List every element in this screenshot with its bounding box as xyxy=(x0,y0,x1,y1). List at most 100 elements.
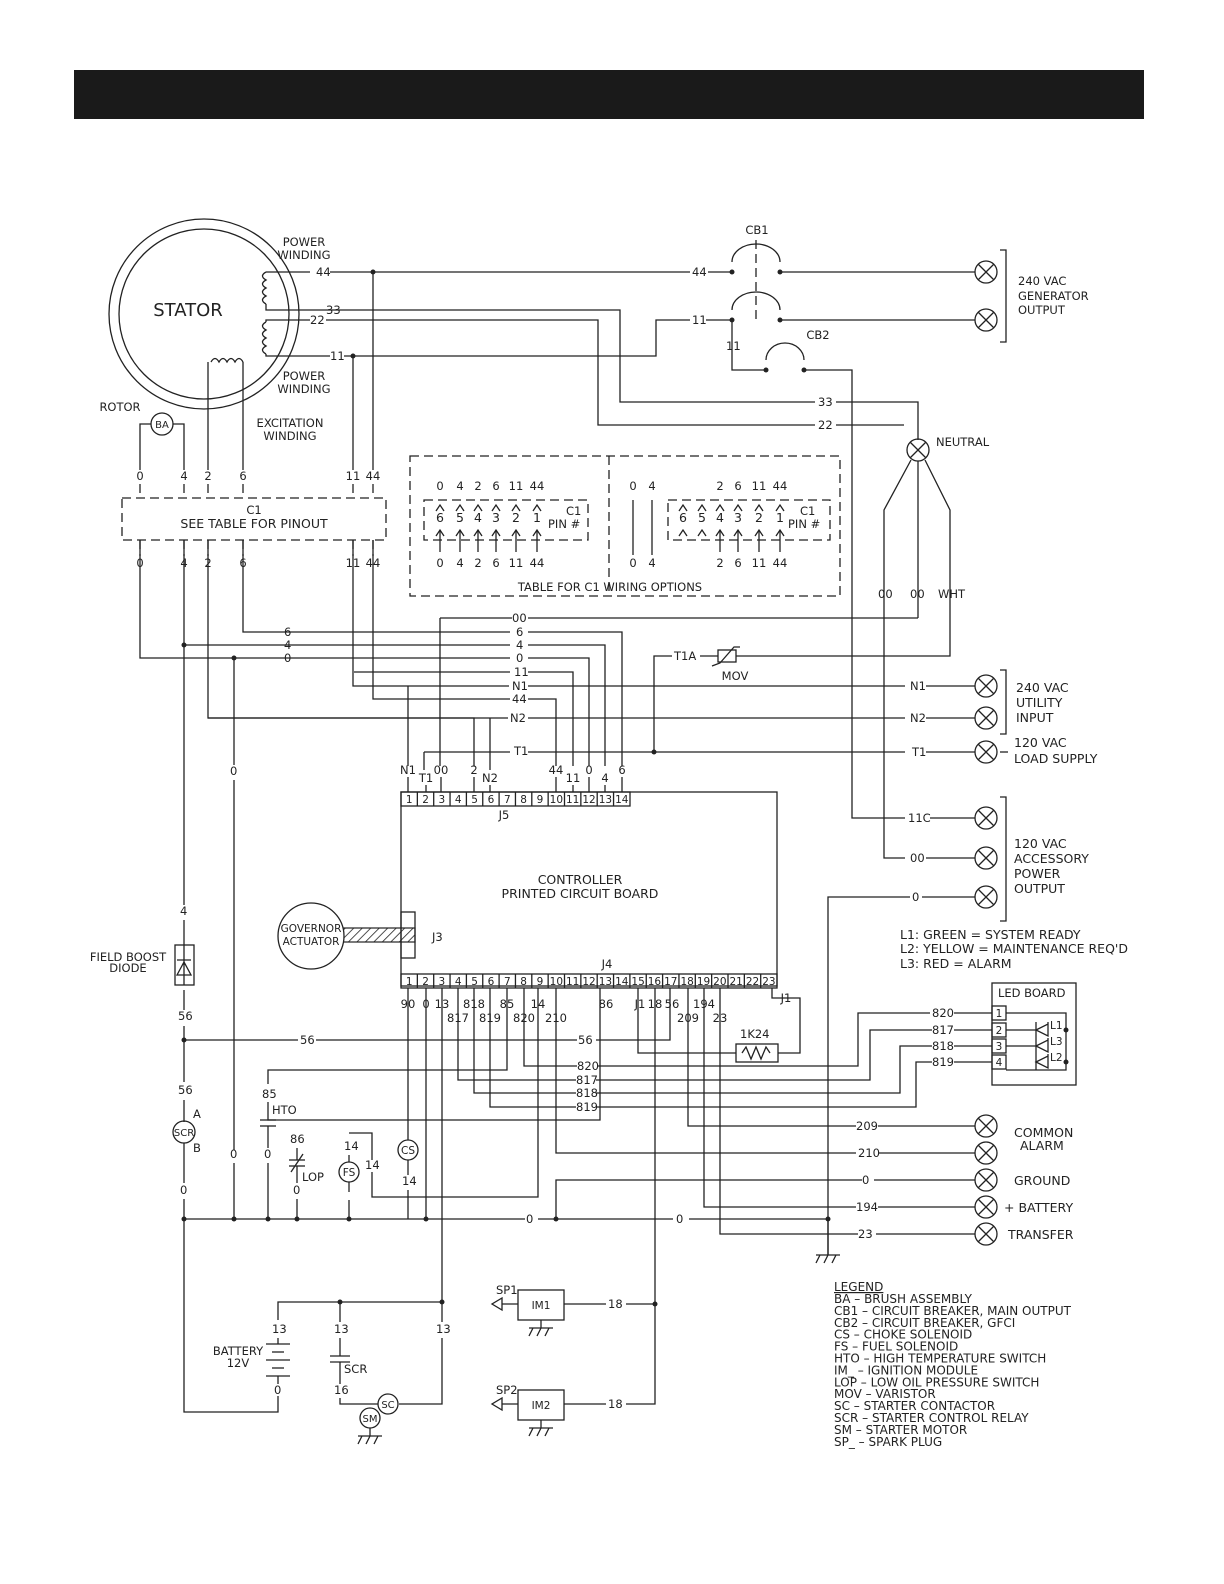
legend-item: SP_ – SPARK PLUG xyxy=(834,1435,942,1449)
table-a-bottom-label: 6 xyxy=(492,556,499,570)
svg-text:00: 00 xyxy=(512,611,527,625)
c1-options-table xyxy=(409,455,841,597)
svg-text:13: 13 xyxy=(334,1322,349,1336)
table-b-bottom-label: 2 xyxy=(716,556,723,570)
j4-pin-number: 14 xyxy=(615,976,629,988)
svg-text:0: 0 xyxy=(264,1147,271,1161)
j5-wire-label: N1 xyxy=(400,763,416,777)
svg-text:819: 819 xyxy=(576,1100,598,1114)
j5-wire-label: 4 xyxy=(601,771,608,785)
legend-item: CB2 – CIRCUIT BREAKER, GFCI xyxy=(834,1316,1015,1330)
j5-pin-number: 5 xyxy=(471,794,478,806)
mov-label: MOV xyxy=(722,669,749,683)
svg-text:0: 0 xyxy=(676,1212,683,1226)
led-pin-number: 4 xyxy=(996,1057,1003,1069)
svg-text:SP1: SP1 xyxy=(496,1283,518,1297)
svg-text:J3: J3 xyxy=(431,930,443,944)
led-pin-number: 3 xyxy=(996,1041,1003,1053)
svg-text:23: 23 xyxy=(858,1227,873,1241)
svg-text:LED BOARD: LED BOARD xyxy=(998,986,1066,1000)
terminal xyxy=(974,260,998,284)
j4-pin-number: 9 xyxy=(537,976,544,988)
j5-wire-label: 6 xyxy=(618,763,625,777)
svg-text:210: 210 xyxy=(858,1146,880,1160)
svg-text:IM2: IM2 xyxy=(532,1400,551,1412)
svg-text:L3: RED = ALARM: L3: RED = ALARM xyxy=(900,956,1012,971)
table-a-top-label: 44 xyxy=(530,479,545,493)
svg-text:0: 0 xyxy=(526,1212,533,1226)
svg-text:0: 0 xyxy=(862,1173,869,1187)
table-b-left-label: 4 xyxy=(648,479,655,493)
j4-pin-number: 15 xyxy=(631,976,644,988)
svg-text:13: 13 xyxy=(436,1322,451,1336)
j4-pin-number: 6 xyxy=(488,976,495,988)
svg-text:CONTROLLER: CONTROLLER xyxy=(538,872,623,887)
terminal xyxy=(974,674,998,698)
table-a-pin-number: 3 xyxy=(492,510,500,525)
table-a-pin-number: 2 xyxy=(512,510,520,525)
terminal xyxy=(974,846,998,870)
c1-top-pin-label: 6 xyxy=(239,469,246,483)
table-b-top-label: 2 xyxy=(716,479,723,493)
svg-text:86: 86 xyxy=(290,1132,305,1146)
terminal xyxy=(974,706,998,730)
j5-pin-number: 2 xyxy=(422,794,429,806)
header-bar xyxy=(74,70,1144,119)
svg-text:J5: J5 xyxy=(498,808,510,822)
j4-pin-number: 10 xyxy=(550,976,563,988)
c1-top-pin-label: 11 xyxy=(346,469,361,483)
table-a-pin-number: 4 xyxy=(474,510,482,525)
table-b-bottom-label: 6 xyxy=(734,556,741,570)
table-b-top-label: 11 xyxy=(752,479,767,493)
svg-text:BATTERY: BATTERY xyxy=(213,1344,264,1358)
j5-pin-number: 13 xyxy=(599,794,612,806)
svg-text:14: 14 xyxy=(365,1158,380,1172)
j5-pin-number: 3 xyxy=(439,794,446,806)
svg-text:C1: C1 xyxy=(800,504,815,518)
svg-text:0: 0 xyxy=(274,1383,281,1397)
svg-text:B: B xyxy=(193,1141,201,1155)
svg-text:L1: L1 xyxy=(1050,1020,1063,1032)
svg-text:13: 13 xyxy=(272,1322,287,1336)
svg-text:BA: BA xyxy=(155,420,169,431)
j5-pin-number: 9 xyxy=(537,794,544,806)
svg-text:ACCESSORY: ACCESSORY xyxy=(1014,851,1089,866)
svg-text:IM1: IM1 xyxy=(532,1300,551,1312)
j5-pin-number: 1 xyxy=(406,794,413,806)
battery-12v xyxy=(266,1343,290,1377)
svg-text:44: 44 xyxy=(316,265,331,279)
j5-wire-label: T1 xyxy=(418,771,433,785)
svg-text:UTILITY: UTILITY xyxy=(1016,695,1063,710)
svg-text:T1: T1 xyxy=(911,745,926,759)
svg-text:SP2: SP2 xyxy=(496,1383,518,1397)
j4-pin-number: 3 xyxy=(439,976,446,988)
svg-text:FIELD BOOST: FIELD BOOST xyxy=(90,950,167,964)
svg-text:HTO: HTO xyxy=(272,1103,297,1117)
excitation-winding-1: EXCITATION xyxy=(257,416,324,430)
legend-item: HTO – HIGH TEMPERATURE SWITCH xyxy=(834,1352,1046,1366)
table-a-top-label: 2 xyxy=(474,479,481,493)
svg-text:DIODE: DIODE xyxy=(109,961,146,975)
legend-item: CS – CHOKE SOLENOID xyxy=(834,1328,972,1342)
led-pin-number: 2 xyxy=(996,1025,1003,1037)
svg-text:22: 22 xyxy=(310,313,325,327)
svg-text:11: 11 xyxy=(726,339,741,353)
svg-text:SC: SC xyxy=(381,1400,394,1411)
svg-text:POWER: POWER xyxy=(1014,866,1061,881)
resistor-1k24 xyxy=(735,1043,779,1063)
svg-text:4: 4 xyxy=(284,638,291,652)
j4-pin-number: 12 xyxy=(582,976,595,988)
j4-pin-number: 18 xyxy=(680,976,693,988)
fuel-solenoid: FS xyxy=(338,1161,360,1183)
led-pin-number: 1 xyxy=(996,1008,1003,1020)
j5-wire-label: 2 xyxy=(470,763,477,777)
terminal xyxy=(974,1168,998,1192)
j5-wire-label: 0 xyxy=(585,763,592,777)
c1-top-pin-label: 2 xyxy=(204,469,211,483)
j4-pin-number: 21 xyxy=(730,976,743,988)
j4-pin-number: 17 xyxy=(664,976,677,988)
j5-wire-label: 44 xyxy=(549,763,564,777)
svg-text:0: 0 xyxy=(180,1183,187,1197)
table-a-top-label: 4 xyxy=(456,479,463,493)
table-a-top-label: 0 xyxy=(436,479,443,493)
